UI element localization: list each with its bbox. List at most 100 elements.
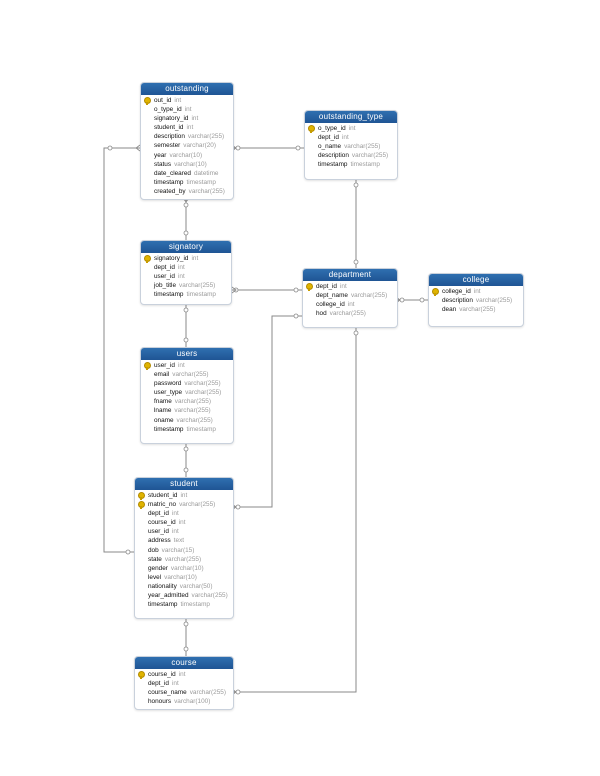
field-name: dean [442,306,457,314]
field-name: lname [154,407,172,415]
field-name: course_name [148,689,187,697]
field-type: varchar(255) [185,389,222,397]
field-name: user_id [148,528,169,536]
field-type: varchar(255) [179,282,216,290]
field-type: varchar(255) [187,133,225,141]
field-type: varchar(255) [174,398,211,406]
field-type: int [171,510,179,518]
primary-key-icon [432,288,439,296]
field-type: varchar(10) [164,573,197,581]
field-type: int [184,106,192,114]
primary-key-icon [138,671,145,679]
field-type: varchar(255) [188,187,225,195]
field-name: user_type [154,389,183,397]
field-name: job_title [154,282,177,290]
primary-key-icon [306,283,313,291]
field-name: o_name [318,143,342,151]
primary-key-icon [138,501,145,510]
field-type: timestamp [186,291,216,299]
field-name: college_id [442,288,471,295]
field-type: varchar(255) [350,292,388,300]
rel-course-department [232,326,357,693]
field-name: year [154,151,167,159]
field-name: matric_no [148,501,177,509]
field-type: varchar(255) [475,297,513,305]
field-name: fname [154,398,172,406]
field-type: varchar(255) [172,371,209,379]
field-name: student_id [154,124,184,132]
field-type: varchar(10) [169,151,203,159]
field-name: created_by [154,187,186,195]
field-type: varchar(255) [179,501,216,509]
field-name: gender [148,564,168,572]
field-name: timestamp [154,178,184,186]
table-title: outstanding_type [305,111,397,123]
field-type: varchar(255) [189,689,226,697]
